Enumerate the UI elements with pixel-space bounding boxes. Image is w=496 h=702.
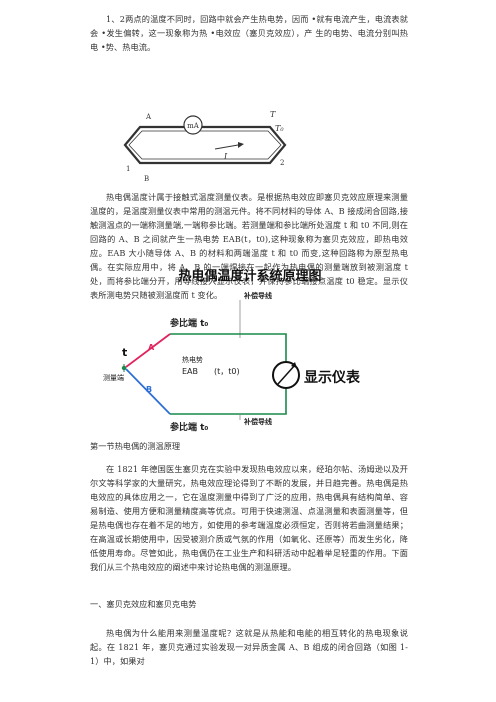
history-paragraph: 在 1821 年德国医生塞贝克在实验中发现热电效应以来，经珀尔帖、汤姆逊以及开尔… [90,464,408,572]
section-heading: 一、塞贝克效应和塞贝克电势 [90,599,197,609]
wire-b-label: B [146,385,152,394]
display-instrument-label: 显示仪表 [304,369,361,386]
system-principle-diagram: 热电偶温度计系统原理图 参比端 t₀ 补偿导线 t 测量端 A B 热电势 EA… [103,268,361,433]
comp-wire-top-label: 补偿导线 [243,291,272,300]
description-paragraph: 热电偶温度计属于接触式温度测量仪表。是根据热电效应即塞贝克效应原理来测量温度的，… [90,192,408,300]
ammeter-label: mA [187,122,200,130]
diagram-title: 热电偶温度计系统原理图 [178,268,321,284]
conductor-a-label: A [145,113,152,121]
ref-end-top-label: 参比端 t₀ [170,317,208,329]
wire-a-label: A [148,343,155,352]
section-caption: 第一节热电偶的测温原理 [90,441,181,451]
emf-label: 热电势 [182,355,203,364]
thermocouple-loop-figure: mA I A B T₀ T 1 2 [123,110,287,183]
point-1-label: 1 [126,165,130,173]
current-label: I [223,152,228,161]
emf-symbol: EAB [182,367,198,376]
conductor-b-label: B [144,175,149,183]
temp-label: T [270,110,276,119]
intro-paragraph: 1、2两点的温度不同时，回路中就会产生热电势，因而 •就有电流产生，电流表就会 … [90,14,408,52]
comp-wire-bottom-label: 补偿导线 [243,417,272,426]
ref-end-bottom-label: 参比端 t₀ [170,421,208,433]
measure-end-label: 测量端 [103,373,124,382]
hot-temp-label: T₀ [275,124,284,133]
measure-temp-label: t [122,346,127,359]
seebeck-paragraph: 热电偶为什么能用来测量温度呢？这就是从热能和电能的相互转化的热电现象说起。在 1… [90,628,408,666]
emf-args: (t，t0) [214,367,240,376]
point-2-label: 2 [280,159,284,167]
